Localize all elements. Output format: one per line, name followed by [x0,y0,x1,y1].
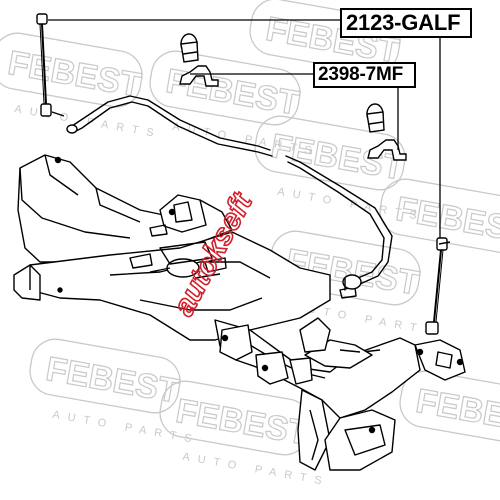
watermark-brand: FEBEST [163,62,302,123]
stabilizer-bar [66,95,393,291]
bushing-lower [366,103,385,133]
part-number-label-2398: 2398-7MF [313,62,416,88]
watermark-subtitle: AUTO PARTS [13,103,162,141]
link-left [36,13,65,117]
bracket-lower [367,139,407,161]
watermark-tile: FEBEST [29,338,183,414]
watermark-tile: FEBEST [0,32,145,108]
link-right [425,237,451,335]
bracket-upper [179,65,219,87]
subframe [13,154,466,471]
watermark-brand: FEBEST [5,44,144,105]
watermark-tile: FEBEST [399,370,500,446]
leader-lines [48,19,441,238]
part-number-label-2123: 2123-GALF [340,8,472,38]
bushing-upper [180,33,199,63]
watermark-tile: FEBEST [159,380,313,456]
